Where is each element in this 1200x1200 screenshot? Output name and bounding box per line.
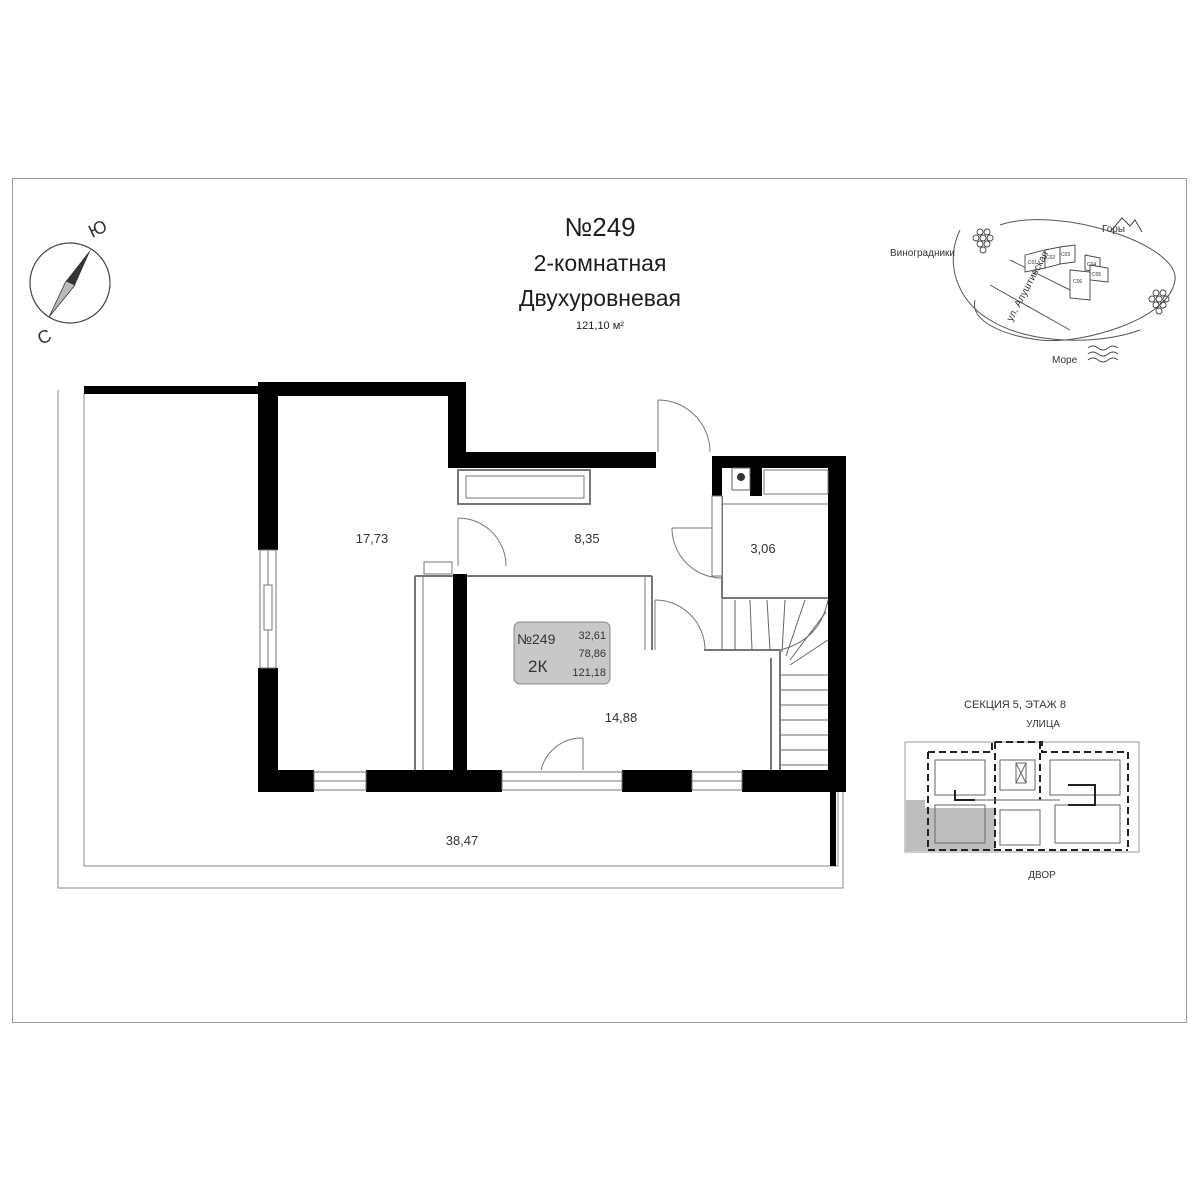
badge-type: 2К	[528, 657, 547, 676]
walls	[84, 382, 846, 866]
key-plan-caption: СЕКЦИЯ 5, ЭТАЖ 8	[964, 699, 1066, 711]
doors	[423, 399, 723, 771]
badge-area-with-terrace: 121,18	[572, 667, 606, 679]
compass-north-label: С	[34, 325, 54, 349]
terrace	[57, 390, 844, 889]
total-area: 121,10 м²	[576, 320, 624, 332]
utility-riser	[731, 467, 751, 491]
grapes-icon	[972, 228, 994, 254]
area-bathroom: 3,06	[750, 541, 775, 556]
block-label: С02	[1046, 255, 1055, 261]
area-hall: 8,35	[574, 531, 599, 546]
apartment-kind: Двухуровневая	[518, 285, 682, 311]
mountains-label: Горы	[1102, 224, 1125, 235]
staircase	[721, 598, 829, 766]
area-living-room: 17,73	[356, 531, 389, 546]
waves-icon	[1087, 345, 1119, 363]
block-label: С01	[1028, 260, 1037, 266]
block-label: С04	[1087, 262, 1096, 268]
apartment-badge: №249 2К 32,61 78,86 121,18	[513, 621, 611, 685]
windows	[259, 495, 743, 791]
vineyards-label: Виноградники	[890, 248, 955, 259]
badge-area-total: 78,86	[578, 648, 606, 660]
location-map: С01 С02 С03 С04 С05 С06 Горы Виноградник…	[890, 217, 1176, 366]
block-label: С03	[1061, 252, 1070, 258]
section-key-plan: СЕКЦИЯ 5, ЭТАЖ 8 УЛИЦА ДВОР	[904, 699, 1140, 881]
sea-label: Море	[1052, 355, 1078, 366]
key-plan-street: УЛИЦА	[1026, 719, 1060, 730]
badge-number: №249	[517, 631, 556, 647]
key-plan-yard: ДВОР	[1028, 870, 1056, 881]
badge-area-living: 32,61	[578, 630, 606, 642]
area-terrace: 38,47	[446, 833, 479, 848]
block-label: С05	[1092, 272, 1101, 278]
area-bedroom: 14,88	[605, 710, 638, 725]
compass-icon: С Ю	[29, 216, 111, 349]
mountain-icon	[1109, 217, 1143, 233]
grapes-icon	[1148, 289, 1170, 315]
partitions	[414, 469, 829, 770]
compass-south-label: Ю	[85, 216, 110, 242]
room-count: 2-комнатная	[533, 250, 667, 276]
apartment-number: №249	[564, 212, 636, 242]
block-label: С06	[1073, 279, 1082, 285]
sheet-frame	[12, 178, 1187, 1023]
